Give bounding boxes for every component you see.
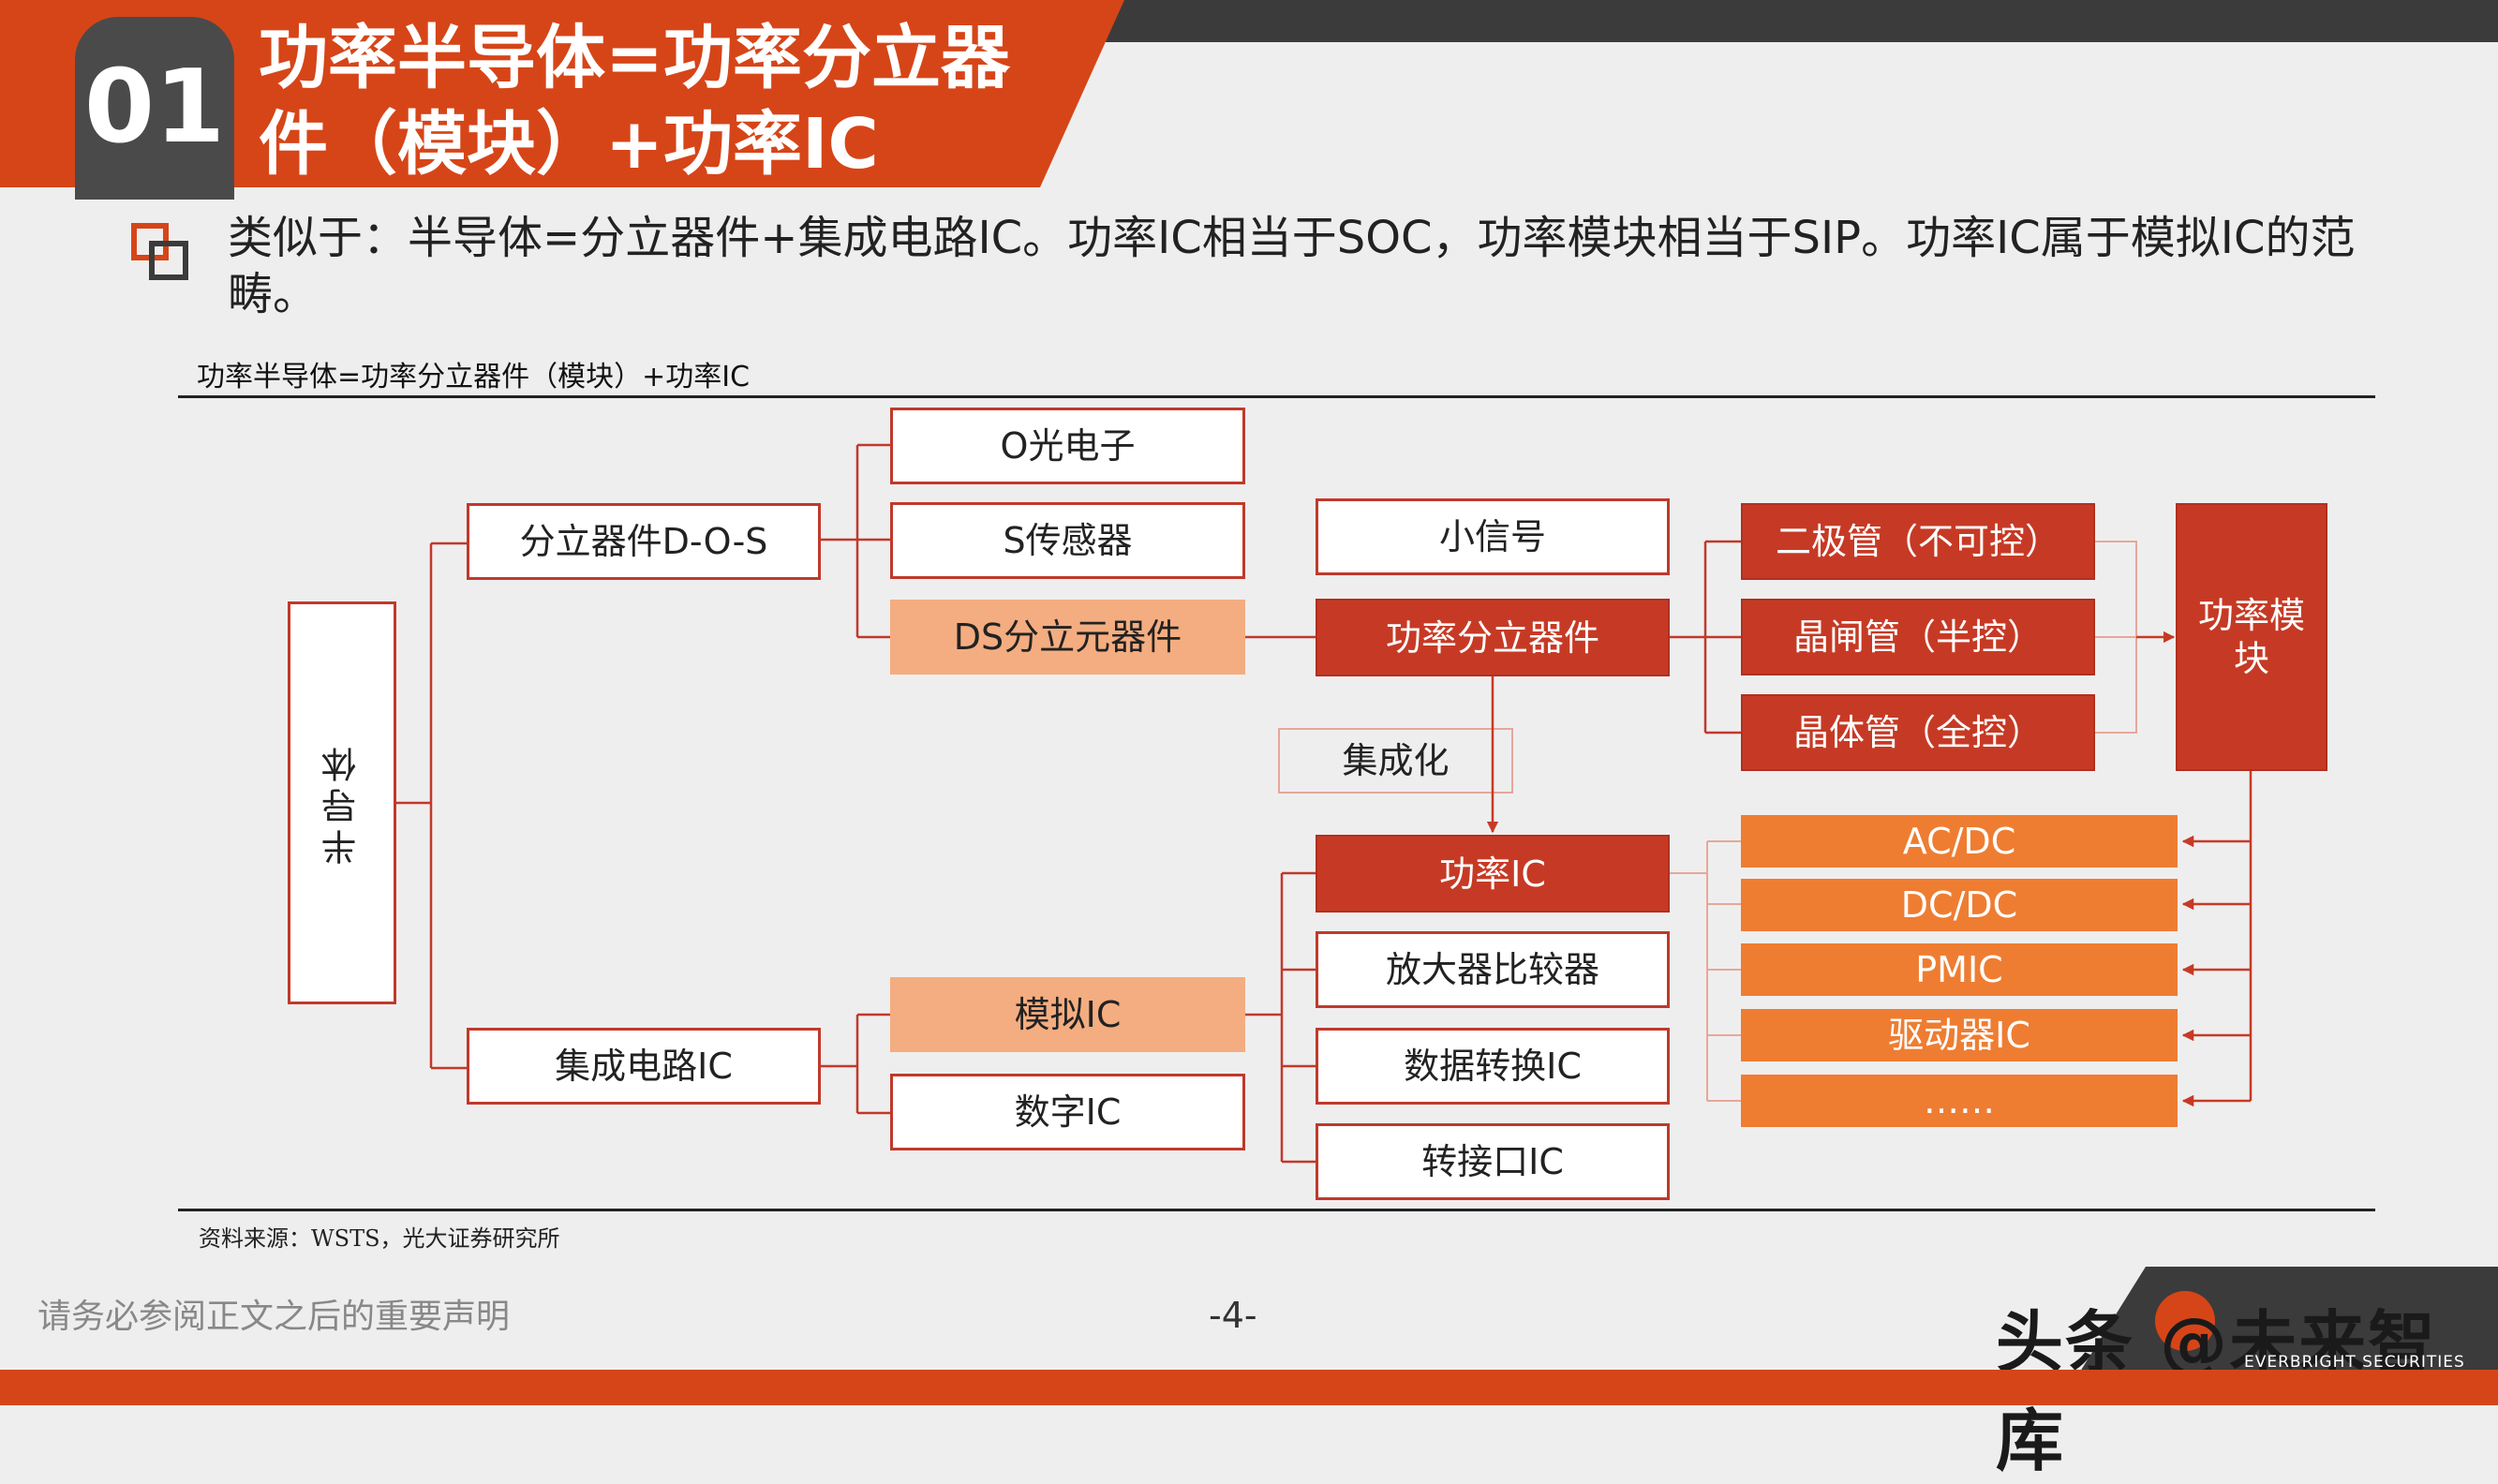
node-pmic: PMIC bbox=[1741, 943, 2178, 996]
node-diode: 二极管（不可控） bbox=[1741, 503, 2095, 580]
section-number: 01 bbox=[83, 49, 226, 166]
footer-logo-background bbox=[2080, 1267, 2498, 1372]
figure-source: 资料来源：WSTS，光大证券研究所 bbox=[199, 1225, 560, 1252]
page-title-line1: 功率半导体=功率分立器 bbox=[259, 18, 1011, 98]
node-data-converter-ic: 数据转换IC bbox=[1316, 1028, 1670, 1105]
node-interface-ic: 转接口IC bbox=[1316, 1123, 1670, 1200]
page-title-line2: 件（模块）+功率IC bbox=[259, 104, 879, 185]
page-title: 功率半导体=功率分立器 件（模块）+功率IC bbox=[259, 15, 1102, 187]
node-integration: 集成化 bbox=[1342, 740, 1450, 781]
brand-name: EVERBRIGHT SECURITIES bbox=[2244, 1353, 2465, 1372]
disclaimer-text: 请务必参阅正文之后的重要声明 bbox=[37, 1298, 511, 1336]
node-power-discrete: 功率分立器件 bbox=[1316, 599, 1670, 676]
node-acdc: AC/DC bbox=[1741, 815, 2178, 868]
node-semiconductor: 半导体 bbox=[288, 601, 396, 1004]
bullet-text: 类似于：半导体=分立器件+集成电路IC。功率IC相当于SOC，功率模块相当于SI… bbox=[228, 212, 2356, 320]
header-banner bbox=[0, 0, 1124, 187]
node-semiconductor-label: 半导体 bbox=[321, 741, 363, 865]
node-sensor: S传感器 bbox=[890, 502, 1245, 579]
node-optoelectronic: O光电子 bbox=[890, 408, 1245, 484]
node-integrated-circuit: 集成电路IC bbox=[467, 1028, 821, 1105]
everbright-logo-icon bbox=[2155, 1291, 2215, 1351]
node-digital-ic: 数字IC bbox=[890, 1074, 1245, 1150]
node-thyristor: 晶闸管（半控） bbox=[1741, 599, 2095, 675]
figure-caption: 功率半导体=功率分立器件（模块）+功率IC bbox=[197, 361, 751, 393]
node-transistor: 晶体管（全控） bbox=[1741, 694, 2095, 771]
footer-bar bbox=[0, 1370, 2498, 1405]
node-small-signal: 小信号 bbox=[1316, 498, 1670, 575]
source-rule bbox=[178, 1209, 2375, 1211]
section-number-tab bbox=[75, 17, 234, 200]
node-driver-ic: 驱动器IC bbox=[1741, 1009, 2178, 1061]
node-dcdc: DC/DC bbox=[1741, 879, 2178, 931]
node-ds-discrete: DS分立元器件 bbox=[890, 600, 1245, 675]
node-discrete-devices: 分立器件D-O-S bbox=[467, 503, 821, 580]
node-analog-ic: 模拟IC bbox=[890, 977, 1245, 1052]
node-amplifier-comparator: 放大器比较器 bbox=[1316, 931, 1670, 1008]
node-more: …… bbox=[1741, 1075, 2178, 1127]
bullet-square-icon bbox=[131, 223, 188, 280]
node-power-ic: 功率IC bbox=[1316, 835, 1670, 913]
page-number: -4- bbox=[1209, 1295, 1257, 1336]
node-power-module: 功率模块 bbox=[2176, 503, 2327, 771]
caption-rule bbox=[178, 395, 2375, 398]
